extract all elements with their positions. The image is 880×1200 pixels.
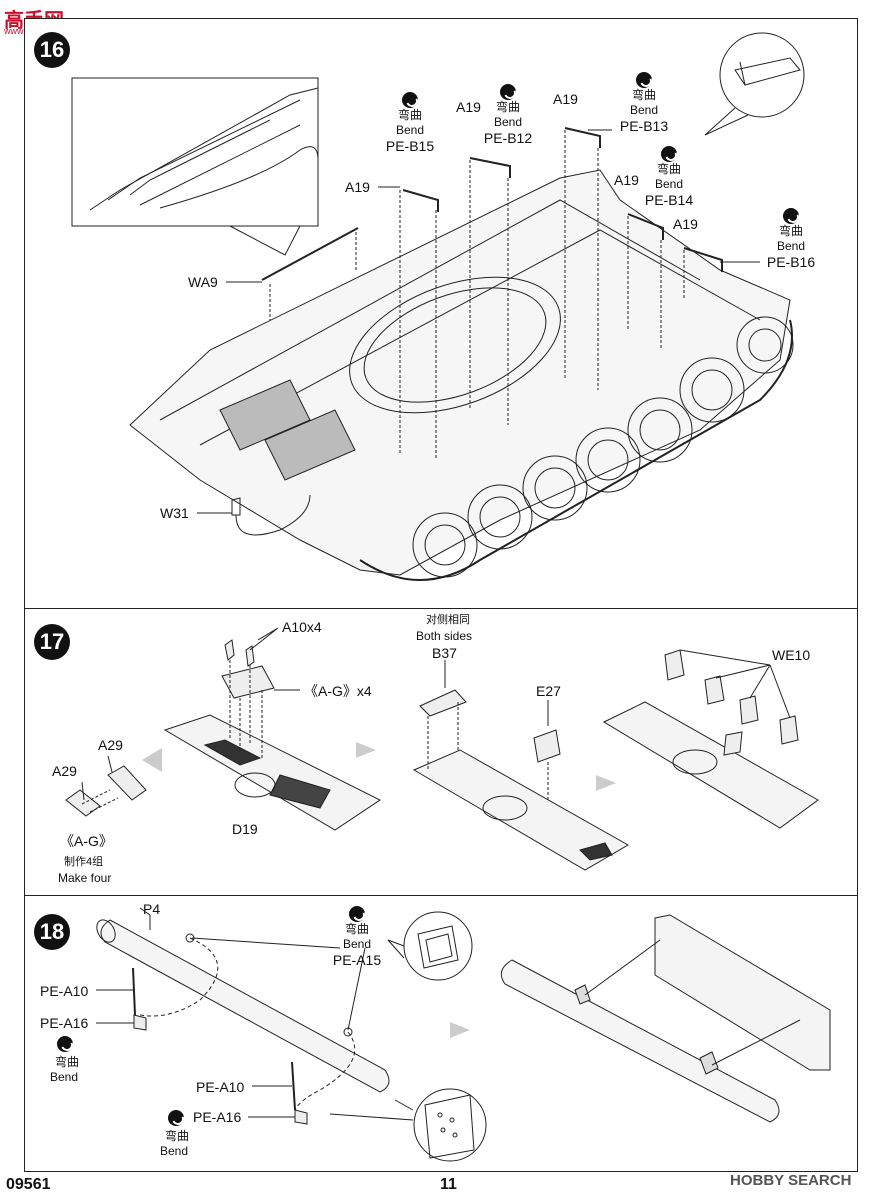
label-a10x4: A10x4 (282, 619, 322, 635)
bend-code: PE-B14 (644, 192, 694, 208)
label-make-four-cn: 制作4组 (64, 856, 104, 868)
label-pe-a10: PE-A10 (196, 1079, 245, 1095)
label-ag-x4: 《A-G》x4 (304, 683, 372, 699)
label-p4: P4 (143, 901, 161, 917)
bend-icon (349, 906, 365, 922)
label-b37: B37 (432, 645, 457, 661)
bend-icon (168, 1110, 184, 1126)
hobby-search-watermark: HOBBY SEARCH (730, 1172, 852, 1189)
label-e27: E27 (536, 683, 561, 699)
bend-cn: 弯曲 (778, 224, 803, 238)
bend-cn: 弯曲 (397, 108, 422, 122)
bend-en: Bend (493, 115, 523, 129)
bend-code: PE-B16 (766, 254, 816, 270)
label-we10: WE10 (772, 647, 811, 663)
label-a29: A29 (98, 737, 123, 753)
bend-code: PE-B15 (385, 138, 435, 154)
label-pe-a16: PE-A16 (193, 1109, 242, 1125)
bend-cn: 弯曲 (631, 88, 656, 102)
bend-code: PE-A15 (332, 952, 382, 968)
bend-callout-pe-a15: 弯曲 Bend PE-A15 (326, 906, 388, 970)
label-both-sides-en: Both sides (416, 629, 473, 643)
bend-code: PE-B13 (619, 118, 669, 134)
label-make-four-en: Make four (58, 871, 112, 885)
label-a19: A19 (345, 179, 370, 195)
label-a19: A19 (553, 91, 578, 107)
label-pe-a10: PE-A10 (40, 983, 89, 999)
label-a29: A29 (52, 763, 77, 779)
bend-icon (783, 208, 799, 224)
bend-en: Bend (776, 239, 806, 253)
bend-icon (500, 84, 516, 100)
label-d19: D19 (232, 821, 258, 837)
bend-cn: 弯曲 (495, 100, 520, 114)
bend-callout-pe-b13: 弯曲 Bend PE-B13 (613, 72, 675, 136)
bend-callout-pe-b12: 弯曲 Bend PE-B12 (478, 84, 538, 148)
label-bend-cn: 弯曲 (55, 1055, 80, 1069)
step-16-number: 16 (34, 32, 70, 68)
bend-callout-pe-b16: 弯曲 Bend PE-B16 (760, 208, 822, 272)
label-bend-en: Bend (50, 1070, 79, 1084)
label-bend-cn: 弯曲 (165, 1129, 190, 1143)
bend-icon (661, 146, 677, 162)
bend-icon (402, 92, 418, 108)
bend-callout-pe-b15: 弯曲 Bend PE-B15 (380, 92, 440, 156)
bend-icon (636, 72, 652, 88)
product-code: 09561 (6, 1176, 51, 1193)
step-17-number: 17 (34, 624, 70, 660)
label-a19: A19 (673, 216, 698, 232)
bend-en: Bend (629, 103, 659, 117)
label-wa9: WA9 (188, 274, 218, 290)
step-18-number: 18 (34, 914, 70, 950)
bend-en: Bend (342, 937, 372, 951)
bend-code: PE-B12 (483, 130, 533, 146)
label-bend-en: Bend (160, 1144, 189, 1158)
bend-en: Bend (654, 177, 684, 191)
bend-cn: 弯曲 (656, 162, 681, 176)
label-w31: W31 (160, 505, 189, 521)
page-number: 11 (440, 1176, 457, 1193)
label-both-sides-cn: 对侧相同 (426, 614, 470, 626)
label-ag-group: 《A-G》 (60, 833, 113, 849)
bend-en: Bend (395, 123, 425, 137)
bend-icon (57, 1036, 73, 1052)
bend-callout-pe-b14: 弯曲 Bend PE-B14 (638, 146, 700, 210)
label-a19: A19 (614, 172, 639, 188)
label-a19: A19 (456, 99, 481, 115)
label-pe-a16: PE-A16 (40, 1015, 89, 1031)
bend-cn: 弯曲 (344, 922, 369, 936)
